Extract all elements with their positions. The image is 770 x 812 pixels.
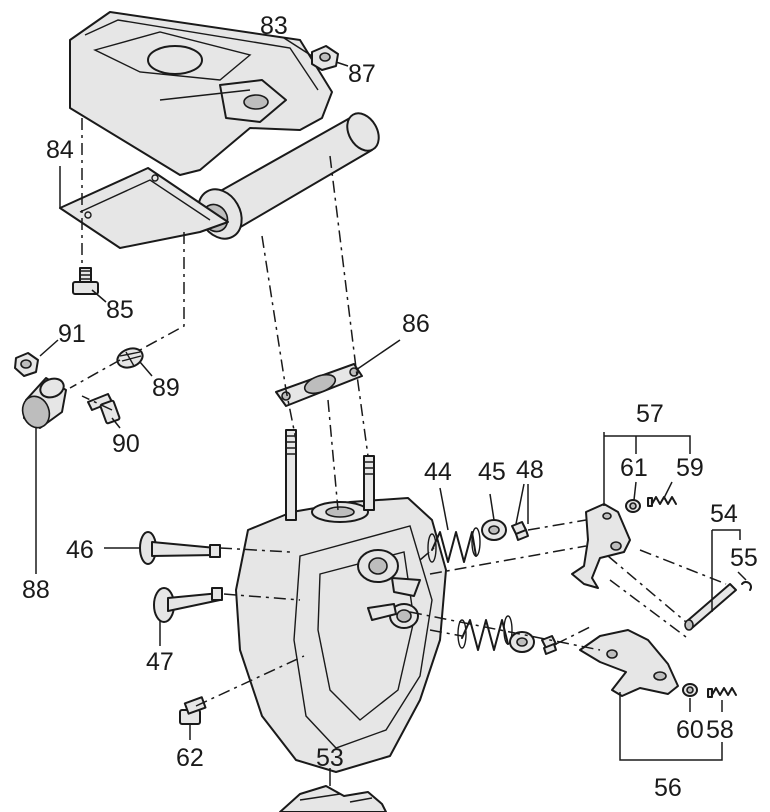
clip-55 <box>741 581 752 591</box>
rocker-shaft-54 <box>684 583 737 631</box>
intake-valve-47 <box>153 587 223 623</box>
nut-91 <box>14 352 39 377</box>
rocker-arm-56 <box>579 629 679 697</box>
spring-retainer-45-lower <box>509 631 535 653</box>
muffler-83 <box>69 11 380 240</box>
rocker-arm-57 <box>571 503 631 589</box>
label-91: 91 <box>58 320 86 348</box>
label-45: 45 <box>478 458 506 486</box>
label-60: 60 <box>676 716 704 744</box>
label-48: 48 <box>516 456 544 484</box>
label-88: 88 <box>22 576 50 604</box>
screw-90 <box>87 393 121 425</box>
label-90: 90 <box>112 430 140 458</box>
label-61: 61 <box>620 454 648 482</box>
cylinder-head <box>235 429 447 773</box>
bolt-85 <box>72 267 99 295</box>
label-59: 59 <box>676 454 704 482</box>
label-57: 57 <box>636 400 664 428</box>
flange-nut-87 <box>311 45 339 71</box>
label-55: 55 <box>730 544 758 572</box>
valve-spring-44-upper <box>427 527 481 563</box>
nut-60 <box>682 683 698 697</box>
label-56: 56 <box>654 774 682 802</box>
valve-spring-44-lower <box>457 615 513 651</box>
label-62: 62 <box>176 744 204 772</box>
heat-shield-84 <box>59 167 229 249</box>
label-44: 44 <box>424 458 452 486</box>
exhaust-valve-46 <box>139 531 221 565</box>
part-53-partial <box>279 785 387 812</box>
label-83: 83 <box>260 12 288 40</box>
nut-61 <box>625 499 641 513</box>
label-84: 84 <box>46 136 74 164</box>
valve-keepers-48-upper <box>511 521 529 541</box>
adjust-screw-58 <box>707 687 737 698</box>
leader-lines <box>35 37 747 786</box>
label-58: 58 <box>706 716 734 744</box>
gasket-86 <box>275 363 363 407</box>
label-46: 46 <box>66 536 94 564</box>
deflector-88 <box>21 377 67 429</box>
label-89: 89 <box>152 374 180 402</box>
label-85: 85 <box>106 296 134 324</box>
label-87: 87 <box>348 60 376 88</box>
part-labels: 83 87 84 85 86 91 89 90 88 44 45 48 57 6… <box>22 12 758 802</box>
label-53: 53 <box>316 744 344 772</box>
bolt-62 <box>179 696 207 725</box>
label-54: 54 <box>710 500 738 528</box>
spark-screen-89 <box>116 347 144 369</box>
label-86: 86 <box>402 310 430 338</box>
spring-retainer-45-upper <box>481 519 507 541</box>
label-47: 47 <box>146 648 174 676</box>
adjust-screw-59 <box>647 496 677 507</box>
